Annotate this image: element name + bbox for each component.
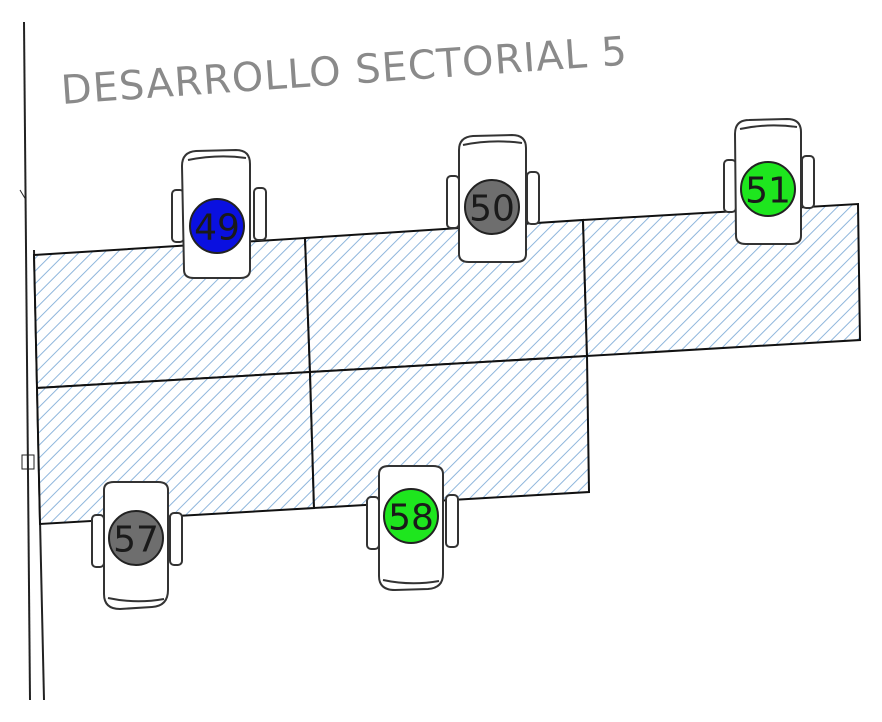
desk-49 — [32, 236, 312, 390]
seat-58-number: 58 — [388, 498, 434, 539]
seat-58[interactable]: 58 — [366, 465, 459, 592]
desk-58 — [308, 354, 591, 510]
seat-51-status — [740, 161, 796, 217]
seat-57-status — [108, 510, 164, 566]
seat-58-status — [383, 488, 439, 544]
seat-57-number: 57 — [113, 520, 159, 561]
seat-49[interactable]: 49 — [171, 148, 267, 279]
seat-57[interactable]: 57 — [91, 481, 183, 611]
seat-49-status — [189, 198, 245, 254]
seat-50-status — [464, 179, 520, 235]
desk-block — [32, 202, 862, 526]
seat-51[interactable]: 51 — [723, 117, 815, 245]
seat-51-number: 51 — [745, 171, 791, 212]
desk-50 — [303, 218, 589, 374]
area-title: DESARROLLO SECTORIAL 5 — [59, 28, 629, 114]
seat-49-number: 49 — [194, 208, 240, 249]
desk-57 — [35, 370, 316, 526]
desk-51 — [581, 202, 862, 358]
seat-50-number: 50 — [469, 189, 515, 230]
seat-50[interactable]: 50 — [446, 133, 540, 263]
